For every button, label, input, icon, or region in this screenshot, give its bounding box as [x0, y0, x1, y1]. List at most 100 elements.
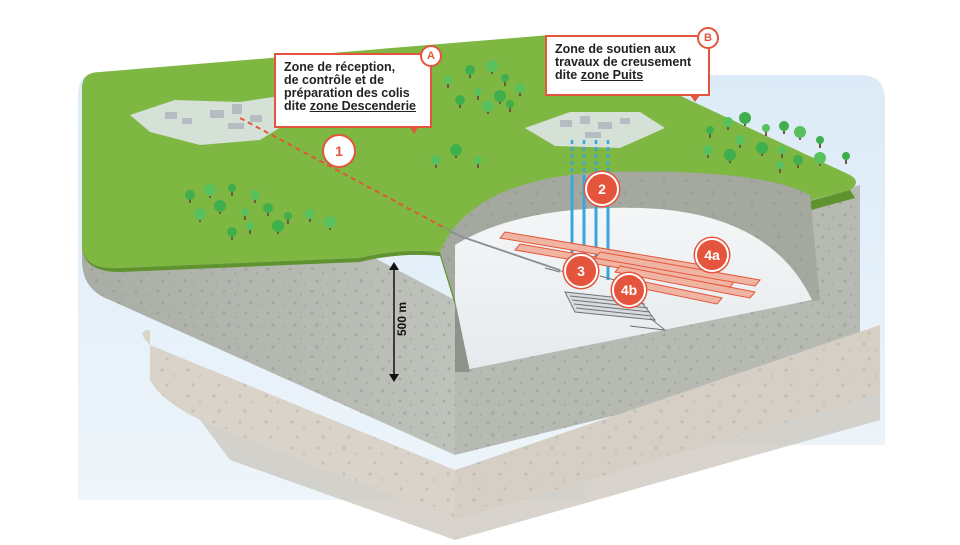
- tree-crown: [703, 145, 713, 155]
- callout-a-prefix: dite: [284, 99, 310, 113]
- tree-crown: [227, 227, 237, 237]
- tree-crown: [241, 208, 249, 216]
- tree-trunk: [477, 95, 479, 100]
- tree-trunk: [189, 198, 191, 203]
- tree-crown: [272, 220, 284, 232]
- storage-cells-4a: [499, 231, 761, 305]
- tree-crown: [724, 149, 736, 161]
- tree-trunk: [254, 198, 256, 203]
- callout-b-line-2: travaux de creusement: [555, 55, 692, 69]
- tree-crown: [723, 117, 733, 127]
- callout-b-underlined: zone Puits: [580, 68, 644, 82]
- tree-crown: [482, 100, 494, 112]
- callout-a-line-2: de contrôle et de: [284, 73, 385, 87]
- depth-label: 500 m: [395, 301, 409, 337]
- callout-zone-descenderie: Zone de réception, de contrôle et de pré…: [274, 53, 432, 128]
- tree-trunk: [779, 168, 781, 173]
- tree-crown: [431, 155, 441, 165]
- badge-2-shafts: 2: [585, 172, 619, 206]
- callout-a-line-3: préparation des colis: [284, 86, 410, 100]
- callout-a-underlined: zone Descenderie: [309, 99, 416, 113]
- depth-arrow: [389, 262, 399, 382]
- tree-crown: [486, 60, 498, 72]
- tree-trunk: [287, 219, 289, 224]
- tree-trunk: [727, 125, 729, 130]
- tree-crown: [515, 83, 525, 93]
- tree-trunk: [783, 129, 785, 134]
- descenderie-ramp-line: [239, 117, 446, 229]
- tree-crown: [494, 90, 506, 102]
- tree-crown: [263, 203, 273, 213]
- storage-cells-4b: [544, 267, 667, 331]
- tree-trunk: [249, 229, 251, 234]
- tree-trunk: [477, 163, 479, 168]
- tree-crown: [474, 156, 482, 164]
- tree-crown: [756, 142, 768, 154]
- tree-crown: [204, 184, 216, 196]
- tree-trunk: [267, 211, 269, 216]
- callout-a-line-4: dite zone Descenderie: [284, 100, 422, 113]
- tree-trunk: [231, 235, 233, 240]
- tree-crown: [228, 184, 236, 192]
- tree-crown: [816, 136, 824, 144]
- tree-crown: [779, 121, 789, 131]
- tree-crown: [762, 124, 770, 132]
- tree-crown: [739, 112, 751, 124]
- trees: [185, 60, 850, 240]
- tree-crown: [246, 222, 254, 230]
- tree-trunk: [435, 163, 437, 168]
- tree-trunk: [845, 159, 847, 164]
- tree-trunk: [707, 153, 709, 158]
- surface-buildings-zone-b: [525, 112, 665, 148]
- tree-trunk: [231, 191, 233, 196]
- callout-a-line-1: Zone de réception,: [284, 60, 396, 74]
- tree-trunk: [244, 215, 246, 220]
- tree-crown: [324, 216, 336, 228]
- tree-crown: [250, 190, 260, 200]
- tree-trunk: [819, 143, 821, 148]
- tree-trunk: [519, 91, 521, 96]
- tree-trunk: [739, 143, 741, 148]
- tree-trunk: [469, 73, 471, 78]
- badge-1-descenderie: 1: [322, 134, 356, 168]
- badge-3-central-zone: 3: [564, 254, 598, 288]
- tree-crown: [506, 100, 514, 108]
- callout-b-prefix: dite: [555, 68, 581, 82]
- tree-trunk: [309, 217, 311, 222]
- tree-crown: [455, 95, 465, 105]
- badge-4b-storage: 4b: [612, 273, 646, 307]
- badge-letter-b: B: [697, 27, 719, 49]
- tree-trunk: [781, 153, 783, 158]
- tree-trunk: [504, 81, 506, 86]
- callout-b-line-3: dite zone Puits: [555, 69, 700, 82]
- surface-buildings-zone-a: [130, 96, 300, 145]
- callout-zone-puits: Zone de soutien aux travaux de creusemen…: [545, 35, 710, 96]
- badge-4a-storage: 4a: [695, 238, 729, 272]
- tree-crown: [444, 76, 452, 84]
- tree-crown: [501, 74, 509, 82]
- tree-trunk: [509, 107, 511, 112]
- tree-crown: [814, 152, 826, 164]
- tree-trunk: [765, 131, 767, 136]
- badge-letter-a: A: [420, 45, 442, 67]
- tree-crown: [793, 155, 803, 165]
- tree-trunk: [709, 133, 711, 138]
- tree-trunk: [459, 103, 461, 108]
- tree-crown: [305, 209, 315, 219]
- tree-crown: [474, 88, 482, 96]
- tree-crown: [842, 152, 850, 160]
- tree-crown: [465, 65, 475, 75]
- tree-crown: [450, 144, 462, 156]
- tree-crown: [214, 200, 226, 212]
- tree-crown: [284, 212, 292, 220]
- tree-crown: [706, 126, 714, 134]
- tree-crown: [735, 135, 745, 145]
- tree-crown: [778, 146, 786, 154]
- tree-crown: [776, 161, 784, 169]
- tree-crown: [185, 190, 195, 200]
- tree-crown: [794, 126, 806, 138]
- callout-b-line-1: Zone de soutien aux: [555, 42, 676, 56]
- tree-trunk: [797, 163, 799, 168]
